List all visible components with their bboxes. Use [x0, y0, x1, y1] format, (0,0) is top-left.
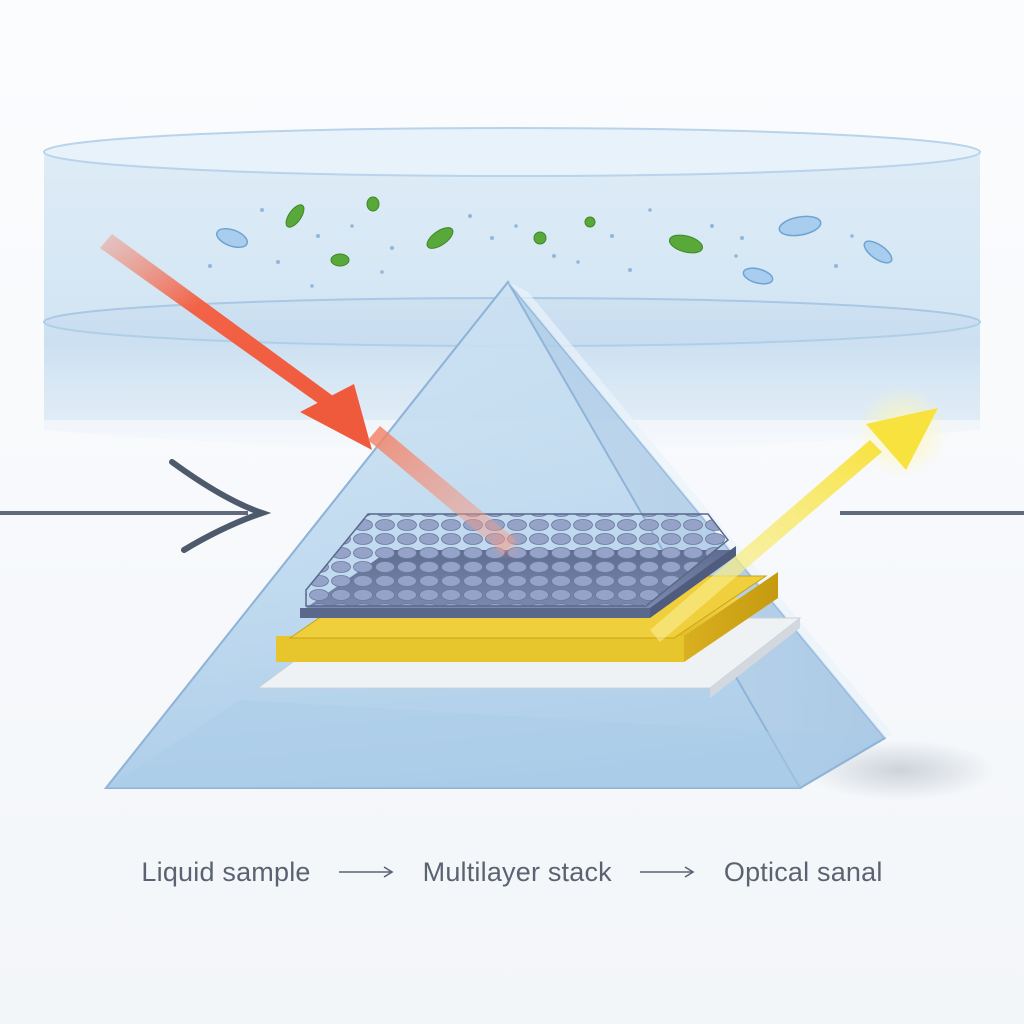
long-right-arrow-icon	[639, 866, 696, 878]
incident-beam	[100, 234, 516, 554]
droplets-blue	[215, 215, 893, 285]
bacteria-green	[285, 196, 704, 267]
specks	[208, 208, 854, 288]
caption-multilayer-stack: Multilayer stack	[422, 856, 612, 887]
caption-optical-signal: Optical sanal	[723, 856, 883, 887]
reflected-beam	[650, 386, 948, 642]
sample-particles	[208, 196, 893, 288]
sensing-layer	[300, 513, 736, 618]
long-right-arrow-icon	[338, 866, 395, 878]
process-caption: Liquid sample Multilayer stack Optical s…	[0, 848, 1024, 896]
chevron-arrow-icon	[0, 459, 272, 553]
caption-liquid-sample: Liquid sample	[141, 856, 311, 887]
